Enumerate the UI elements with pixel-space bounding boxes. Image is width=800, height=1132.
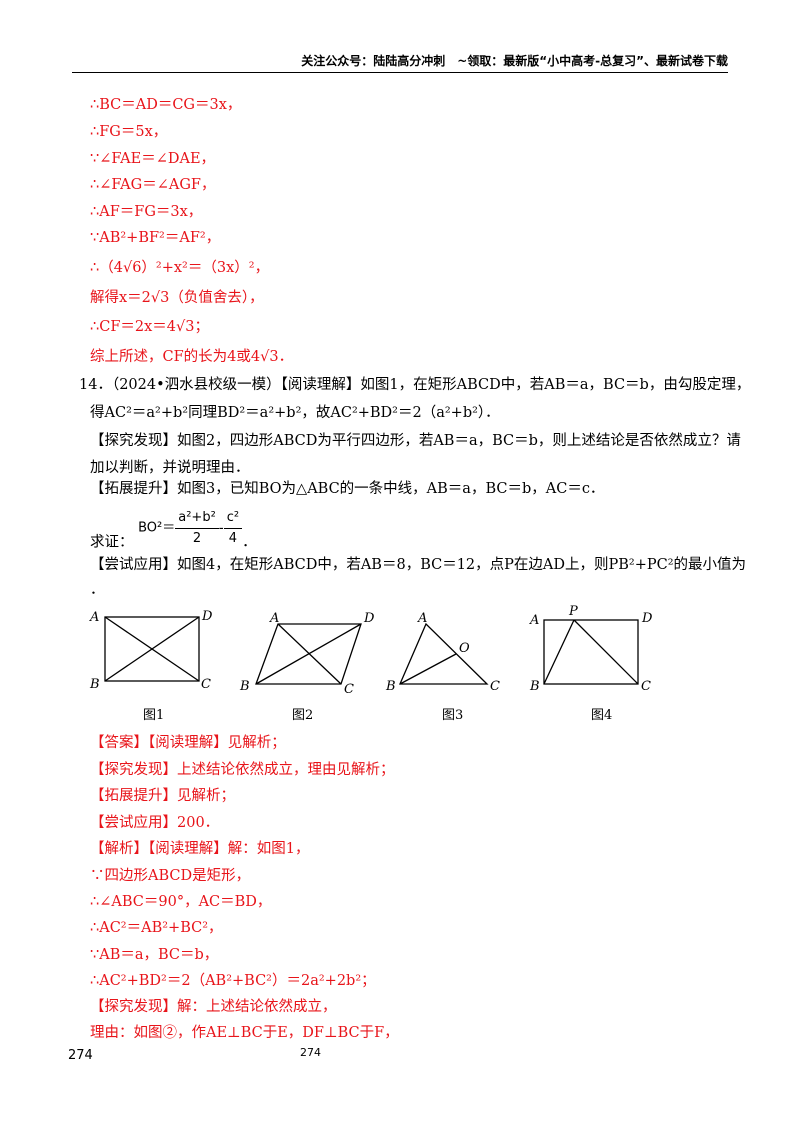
extend-title: 【拓展提升】 xyxy=(90,481,177,497)
solution-line-10: 综上所述，CF的长为4或4√3． xyxy=(90,349,294,365)
reading-text-1: 如图1，在矩形ABCD中，若AB＝a，BC＝b，由勾股定理， xyxy=(360,377,751,393)
answer-line-11: 【探究发现】解：上述结论依然成立， xyxy=(90,999,337,1015)
prove-label: 求证： xyxy=(90,534,134,551)
extend-line: 【拓展提升】如图3，已知BO为△ABC的一条中线，AB＝a，BC＝b，AC＝c． xyxy=(90,479,604,499)
explore-text-2: 加以判断，并说明理由． xyxy=(90,460,250,476)
answer-line-6: ∵四边形ABCD是矩形， xyxy=(90,868,251,884)
prove-fraction-2: c² 4 xyxy=(223,508,243,549)
geometry-figures: A D B C 图1 A D B C 图2 A O B C 图3 A P D B… xyxy=(89,604,653,723)
answer-line-5: 【解析】【阅读理解】解：如图1， xyxy=(90,841,310,857)
answer-line-7: ∴∠ABC＝90°，AC＝BD， xyxy=(90,894,272,910)
fig4-label-b: B xyxy=(529,679,540,694)
fig4-caption: 图4 xyxy=(591,708,612,723)
solution-line-3: ∵∠FAE＝∠DAE， xyxy=(90,151,216,167)
solution-line-7: ∴（4√6）²+x²＝（3x）²， xyxy=(90,260,270,276)
apply-end: ． xyxy=(90,582,105,598)
fig2-label-d: D xyxy=(363,611,375,626)
fig1-label-b: B xyxy=(89,677,100,692)
fig4-segment-pb xyxy=(543,619,575,685)
fig4-rectangle xyxy=(543,619,639,685)
page-number-left: 274 xyxy=(68,1048,93,1063)
explore-title: 【探究发现】 xyxy=(90,433,177,449)
fig4-segment-pc xyxy=(573,619,639,685)
apply-text: 如图4，在矩形ABCD中，若AB＝8，BC＝12，点P在边AD上，则PB²+PC… xyxy=(177,557,747,573)
figure-1 xyxy=(104,616,200,682)
answer-line-1: 【答案】【阅读理解】见解析； xyxy=(90,735,286,751)
figure-3 xyxy=(399,622,489,685)
prove-fraction-1: a²+b² 2 xyxy=(175,508,219,549)
fig4-label-d: D xyxy=(641,611,653,626)
fig1-rectangle xyxy=(104,616,200,682)
fig2-diagonal-bd xyxy=(255,623,362,685)
solution-line-2: ∴FG＝5x， xyxy=(90,124,168,140)
answer-line-3: 【拓展提升】见解析； xyxy=(90,788,235,804)
fig3-caption: 图3 xyxy=(442,708,463,723)
page-number-center: 274 xyxy=(300,1046,321,1059)
fig4-label-p: P xyxy=(568,604,578,619)
fig3-label-c: C xyxy=(490,679,500,694)
explore-text-1: 如图2，四边形ABCD为平行四边形，若AB＝a，BC＝b，则上述结论是否依然成立… xyxy=(177,433,741,449)
fig2-label-b: B xyxy=(239,679,250,694)
answer-line-4: 【尝试应用】200． xyxy=(90,815,220,831)
answer-line-8: ∴AC²＝AB²+BC²， xyxy=(90,920,223,936)
fig3-label-b: B xyxy=(385,679,396,694)
answer-line-10: ∴AC²+BD²＝2（AB²+BC²）＝2a²+2b²； xyxy=(90,973,376,989)
header-text: 关注公众号：陆陆高分冲刺 ~领取：最新版“小中高考-总复习”、最新试卷下载 xyxy=(301,54,728,68)
answer-line-2: 【探究发现】上述结论依然成立，理由见解析； xyxy=(90,762,395,778)
apply-title: 【尝试应用】 xyxy=(90,557,177,573)
prove-minus: - xyxy=(218,520,224,537)
fig3-triangle xyxy=(399,622,489,685)
prove-frac1-den: 2 xyxy=(192,531,202,546)
problem-source: （2024•泗水县校级一模） xyxy=(111,377,281,393)
prove-end: ． xyxy=(242,534,257,551)
fig1-caption: 图1 xyxy=(143,708,164,723)
prove-frac1-num: a²+b² xyxy=(175,508,219,529)
solution-line-4: ∴∠FAG＝∠AGF， xyxy=(90,177,216,193)
figure-2 xyxy=(255,623,362,685)
solution-line-9: ∴CF＝2x＝4√3； xyxy=(90,319,209,335)
fig3-label-a: A xyxy=(417,611,427,626)
explore-line-1: 【探究发现】如图2，四边形ABCD为平行四边形，若AB＝a，BC＝b，则上述结论… xyxy=(90,431,741,451)
fig1-label-a: A xyxy=(89,610,99,625)
fig2-label-c: C xyxy=(344,682,354,697)
prove-line: 求证： BO²＝a²+b² 2 -c² 4 ． xyxy=(90,508,257,553)
problem-number: 14． xyxy=(79,377,112,393)
fig2-caption: 图2 xyxy=(292,708,313,723)
fig1-label-d: D xyxy=(201,609,213,624)
fig1-diagonal-bd xyxy=(104,616,200,682)
extend-text: 如图3，已知BO为△ABC的一条中线，AB＝a，BC＝b，AC＝c． xyxy=(177,481,605,497)
solution-line-6: ∵AB²+BF²＝AF²， xyxy=(90,230,221,246)
answer-line-9: ∵AB＝a，BC＝b， xyxy=(90,947,219,963)
reading-title: 【阅读理解】 xyxy=(280,377,361,393)
fig1-label-c: C xyxy=(201,677,211,692)
prove-lhs: BO²＝ xyxy=(138,520,176,536)
reading-text-2: 得AC²＝a²+b²同理BD²＝a²+b²，故AC²+BD²＝2（a²+b²）． xyxy=(90,405,500,421)
apply-line: 【尝试应用】如图4，在矩形ABCD中，若AB＝8，BC＝12，点P在边AD上，则… xyxy=(90,555,746,575)
fig3-median-bo xyxy=(399,653,457,685)
answer-line-12: 理由：如图②，作AE⊥BC于E，DF⊥BC于F， xyxy=(90,1025,399,1041)
prove-frac2-num: c² xyxy=(223,508,243,529)
problem-line-1: 14．（2024•泗水县校级一模）【阅读理解】如图1，在矩形ABCD中，若AB＝… xyxy=(79,375,750,395)
fig3-label-o: O xyxy=(459,641,470,656)
solution-line-8: 解得x＝2√3（负值舍去）， xyxy=(90,290,264,306)
fig4-label-a: A xyxy=(529,613,539,628)
solution-line-1: ∴BC＝AD＝CG＝3x， xyxy=(90,97,242,113)
fig4-label-c: C xyxy=(641,679,651,694)
page-header: 关注公众号：陆陆高分冲刺 ~领取：最新版“小中高考-总复习”、最新试卷下载 xyxy=(72,52,728,73)
fig2-label-a: A xyxy=(269,611,279,626)
solution-line-5: ∴AF＝FG＝3x， xyxy=(90,204,203,220)
figure-4 xyxy=(543,619,639,685)
prove-frac2-den: 4 xyxy=(228,531,238,546)
